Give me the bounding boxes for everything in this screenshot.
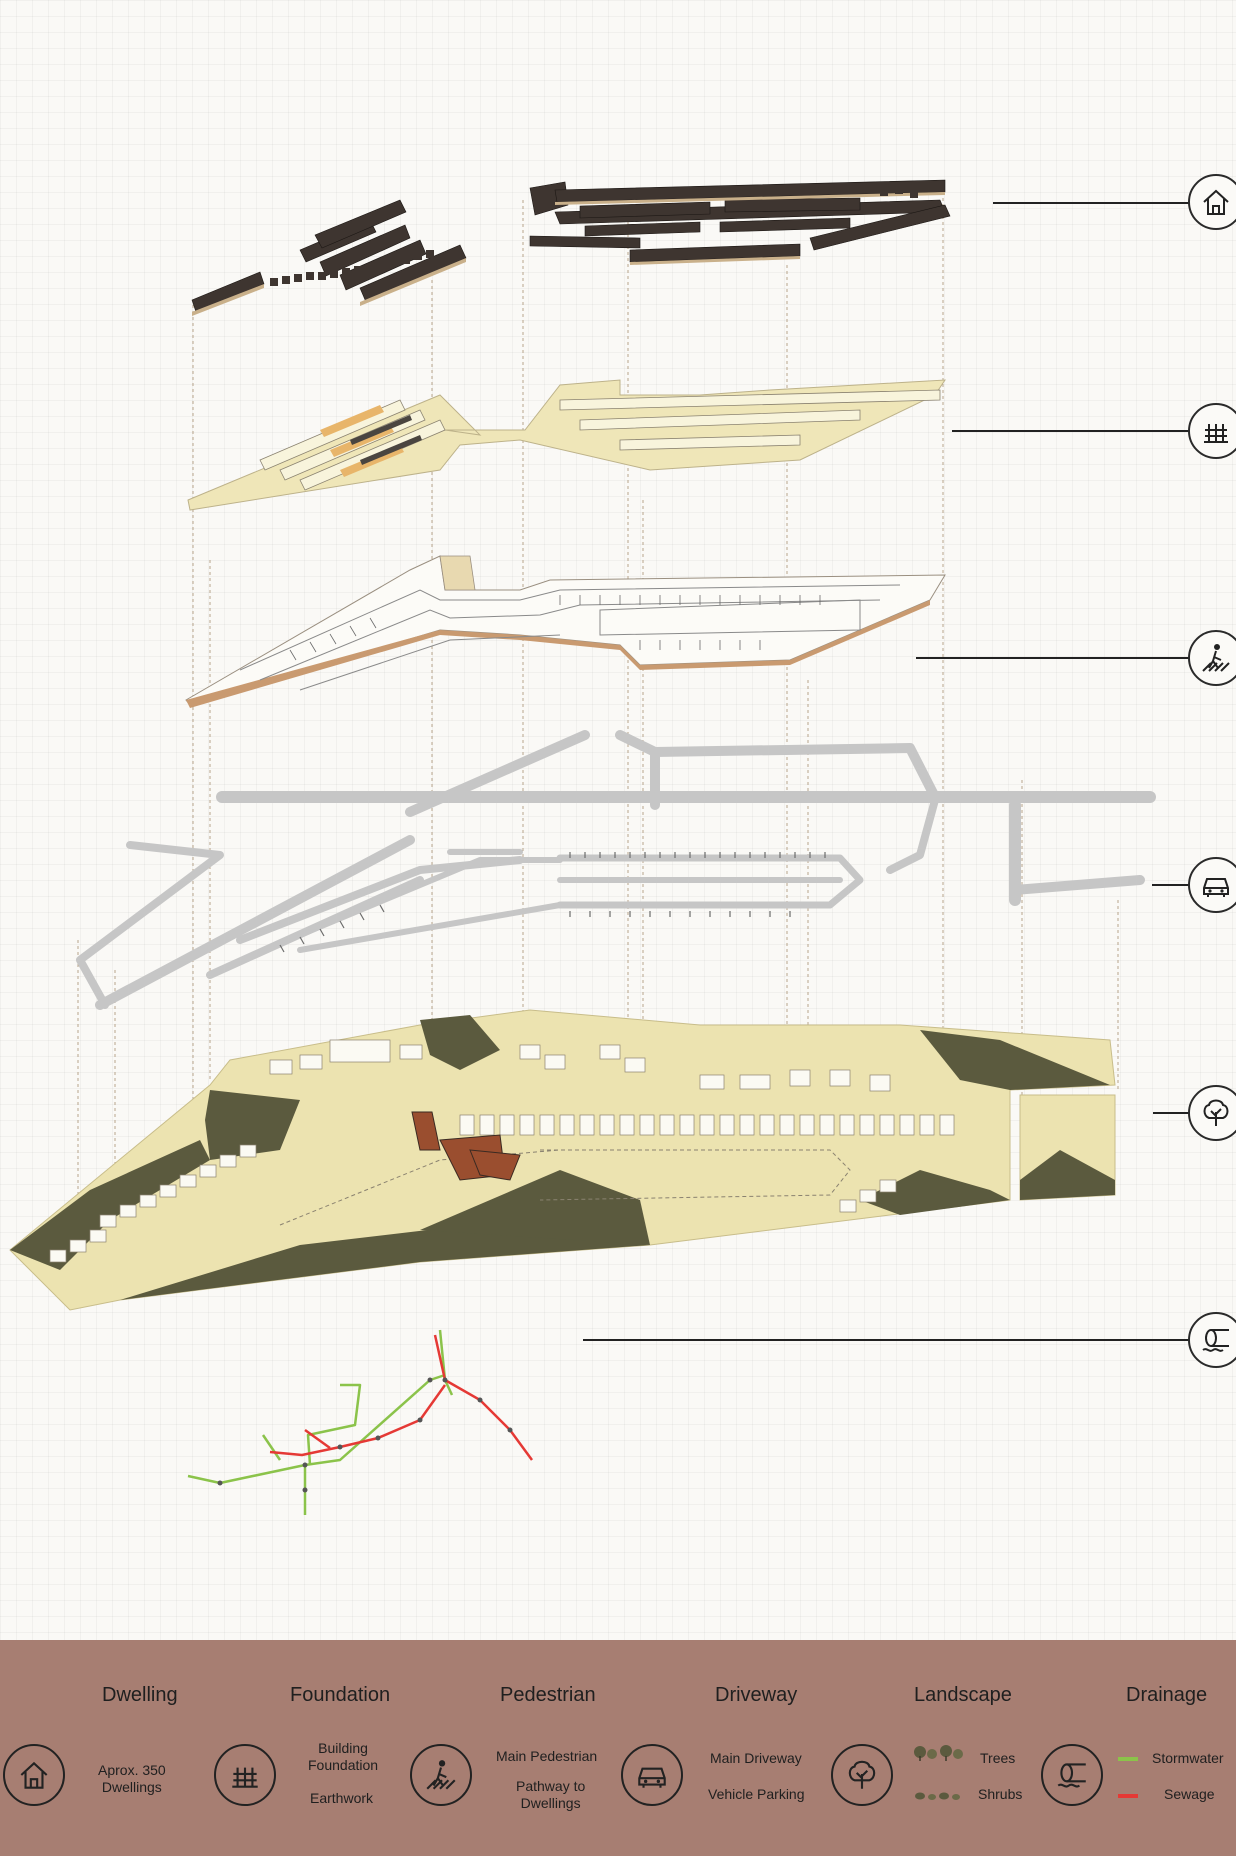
legend-landscape-icon [831,1744,893,1806]
legend-foundation-title: Foundation [290,1684,391,1706]
legend-landscape-title: Landscape [914,1684,1012,1706]
legend-sewage: Sewage [1164,1786,1215,1802]
driveway-layer-icon [1188,857,1236,913]
legend-dwelling-icon [3,1744,65,1806]
house-icon [1203,189,1229,215]
foundation-layer [187,379,946,511]
tree-icon [848,1760,876,1789]
dwelling-layer-icon [1188,174,1236,230]
layer-stack-svg [9,179,1190,1515]
legend-driveway: Driveway Main Driveway Vehicle Parking [618,1640,828,1856]
legend-dwelling-title: Dwelling [102,1684,178,1706]
legend-driveway-icon [621,1744,683,1806]
legend-dwelling: Dwelling Aprox. 350 Dwellings [0,1640,200,1856]
legend-trees: Trees [980,1750,1016,1766]
foundation-icon [232,1767,258,1788]
legend-stormwater: Stormwater [1152,1750,1224,1766]
legend-foundation: Foundation Building Foundation Earthwork [210,1640,410,1856]
legend-drainage-title: Drainage [1126,1684,1208,1706]
pedestrian-layer [185,555,946,708]
legend-pathway-to-dwellings: Pathway to Dwellings [516,1778,586,1811]
house-icon [20,1761,48,1789]
landscape-layer [9,1009,1116,1311]
legend-vehicle-parking: Vehicle Parking [708,1786,805,1802]
car-icon [638,1767,666,1788]
exploded-axonometric-diagram [9,174,1236,1515]
trees-swatch-icon [914,1745,963,1761]
foundation-icon [1204,424,1228,443]
pipe-icon [1202,1329,1229,1352]
sewage-swatch [1118,1794,1138,1798]
legend-foundation-icon [214,1744,276,1806]
legend-drainage: Drainage Stormwater Sewage [1038,1640,1236,1856]
legend-shrubs: Shrubs [978,1786,1023,1802]
legend-pedestrian-title: Pedestrian [500,1684,596,1706]
shrubs-swatch-icon [915,1792,960,1800]
pedestrian-layer-icon [1188,630,1236,686]
legend-main-driveway: Main Driveway [710,1750,802,1766]
drainage-layer [187,1329,534,1515]
legend-earthwork: Earthwork [310,1790,374,1806]
driveway-layer [76,730,1156,1010]
pedestrian-icon [426,1760,456,1790]
central-building [411,1111,521,1181]
legend-landscape: Landscape Trees Shrubs [828,1640,1038,1856]
car-icon [1203,878,1229,897]
dwelling-layer [191,179,951,316]
landscape-layer-icon [1188,1085,1236,1141]
legend-pedestrian-icon [410,1744,472,1806]
legend-driveway-title: Driveway [715,1684,798,1706]
legend-pedestrian: Pedestrian Main Pedestrian Pathway to Dw… [408,1640,628,1856]
stormwater-swatch [1118,1757,1138,1761]
legend-dwelling-count: Aprox. 350 Dwellings [98,1762,166,1795]
pedestrian-icon [1202,644,1230,672]
legend-bar: Dwelling Aprox. 350 Dwellings Foundation… [0,1640,1236,1856]
foundation-layer-icon [1188,403,1236,459]
legend-building-foundation: Building Foundation [308,1740,379,1773]
legend-drainage-icon [1041,1744,1103,1806]
tree-icon [1203,1099,1229,1126]
drainage-layer-icon [1188,1312,1236,1368]
legend-main-pedestrian: Main Pedestrian [496,1748,598,1764]
pipe-icon [1057,1763,1086,1788]
